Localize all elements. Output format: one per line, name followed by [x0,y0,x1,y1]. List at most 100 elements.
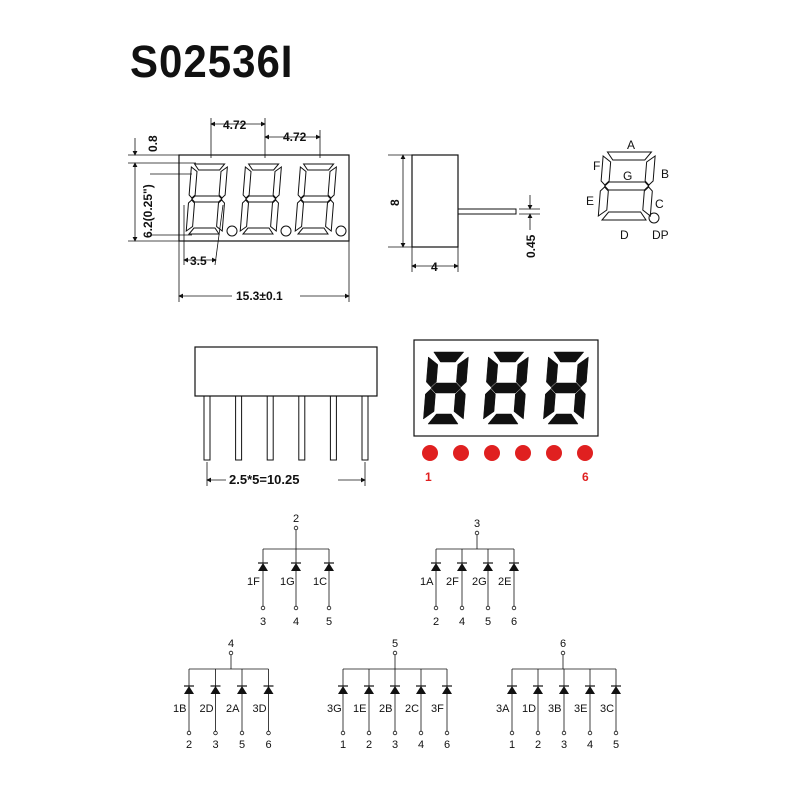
front-digit-3-seg-e [294,199,304,233]
pin-terminal [366,730,372,736]
pin-terminal [433,605,439,611]
diode-2D [210,686,221,694]
segment-label-3B: 3B [548,703,561,715]
front-digit-2-seg-g [245,195,277,203]
big-digits [423,351,589,425]
front-digit-3-seg-d [296,227,329,235]
pin-number-6: 6 [266,739,272,751]
legend-dp-segment [648,212,660,224]
front-digit-1-seg-c [216,199,225,232]
front-digit-3-seg-a [302,163,335,171]
front-digit-2-seg-f [242,166,252,199]
segment-label-2A: 2A [226,703,240,715]
digit-3-seg-c [573,388,586,420]
common-pin-terminal [293,525,299,531]
segment-label-1B: 1B [173,703,186,715]
diode-2F [457,563,467,571]
pin-terminal [213,730,218,736]
pin-dot-1 [422,445,438,461]
display-top-view: 1 6 [413,339,599,484]
pin-leg-3 [266,395,274,461]
legend-seg-c [642,186,653,217]
pin-side-view: 2.5*5=10.25 [194,346,378,487]
pin-number-3: 3 [561,739,567,751]
segment-label-2D: 2D [200,703,214,715]
diode-1B [184,686,194,694]
digit-3-seg-f [546,356,559,388]
seg-label-g: G [623,169,632,183]
diode-3B [559,686,569,694]
pin-terminal [186,730,192,736]
front-digit-2-seg-d [241,227,274,235]
segment-label-2F: 2F [446,576,459,588]
front-digit-3-seg-c [325,199,334,232]
pin-number-5: 5 [326,616,332,628]
segment-label-3G: 3G [327,703,342,715]
pin-number-2: 2 [366,739,372,751]
segment-label-3D: 3D [253,703,267,715]
pin-number-5: 5 [613,739,619,751]
diode-3D [263,686,274,694]
pin-terminal [444,730,450,736]
side-body [411,154,459,248]
pin-terminal [613,730,619,736]
segment-label-3F: 3F [431,703,444,715]
digit-2-seg-f [486,356,499,388]
diode-3G [338,686,348,694]
front-digit-3-seg-b [327,165,337,199]
front-digit-1-seg-f [188,166,198,199]
pin-number-4: 4 [418,739,424,751]
pin-terminal [392,730,398,736]
common-pin-label: 3 [474,518,480,530]
front-view: 4.72 4.72 0.8 6.2(0.25") 3.5 15.3±0.1 [128,118,350,303]
digit-2-seg-b [516,356,529,388]
dim-pitch-1: 4.72 [223,118,247,132]
front-digit-3-seg-g [300,195,332,203]
pin-dot-6 [577,445,593,461]
pin-number-4: 4 [587,739,593,751]
pin-number-2: 2 [535,739,541,751]
dim-pitch-2: 4.72 [283,130,307,144]
digit-2-seg-g [490,382,522,394]
digit-1-seg-b [456,356,469,388]
diode-2C [416,686,426,694]
segment-label-1F: 1F [247,576,260,588]
dim-total-width: 15.3±0.1 [236,289,283,303]
digit-2-seg-a [493,351,525,363]
diode-2E [509,563,519,571]
seg-label-dp: DP [652,228,669,242]
front-digit-2-seg-c [270,199,279,232]
common-pin-terminal [228,650,234,656]
segment-label-1E: 1E [353,703,366,715]
segment-label-1C: 1C [313,576,327,588]
pin-label-first: 1 [425,470,432,484]
pin-terminal [326,605,332,611]
pin-dot-2 [453,445,469,461]
pin-terminal [459,605,465,611]
seg-label-c: C [655,197,664,211]
dim-side-height: 8 [388,199,402,206]
front-digit-1-seg-b [218,165,228,199]
common-pin-terminal [560,650,566,656]
front-digit-1-seg-g [191,195,223,203]
pin-dot-5 [546,445,562,461]
pin-number-1: 1 [340,739,346,751]
front-digit-2-seg-e [239,199,249,233]
common-pin-terminal [392,650,398,656]
pin-terminal [535,730,541,736]
digit-2-seg-e [483,388,496,420]
seg-label-d: D [620,228,629,242]
side-view: 8 4 0.45 [388,154,540,274]
pin-terminal [509,730,515,736]
segment-label-3C: 3C [600,703,614,715]
segment-label-2E: 2E [498,576,511,588]
pin-terminal [239,730,245,736]
diode-1D [533,686,543,694]
legend-seg-g [604,181,650,191]
pin-dots [422,445,593,461]
legend-seg-e [597,186,609,218]
diode-2G [483,563,493,571]
